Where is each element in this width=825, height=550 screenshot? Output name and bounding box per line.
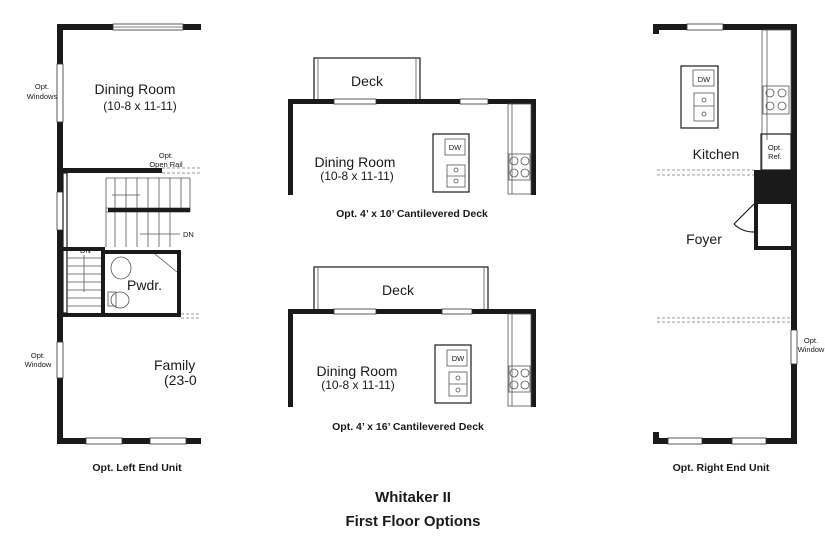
- left-dining-room-dimensions: (10-8 x 11-11): [103, 99, 177, 113]
- left-opt-window-label-2: Window: [25, 360, 52, 369]
- right-end-unit-plan: [653, 23, 798, 445]
- bottom-dishwasher-label: DW: [452, 354, 465, 363]
- right-dishwasher-label: DW: [698, 75, 711, 84]
- opt-windows-label: Opt.: [35, 82, 49, 91]
- deck-4x16-plan: [288, 266, 536, 407]
- opt-ref-label: Opt.: [768, 143, 782, 152]
- plan-subtitle: First Floor Options: [346, 513, 481, 530]
- top-dishwasher-label: DW: [449, 143, 462, 152]
- dn-label-left: DN: [80, 246, 91, 255]
- right-end-unit-caption: Opt. Right End Unit: [673, 462, 770, 474]
- left-end-unit-plan: [56, 23, 201, 445]
- dn-label-right: DN: [183, 230, 194, 239]
- top-dining-room-label: Dining Room: [315, 154, 396, 170]
- left-opt-window-label: Opt.: [31, 351, 45, 360]
- top-deck-label: Deck: [351, 73, 384, 89]
- family-room-dimensions: (23-0: [164, 372, 197, 388]
- kitchen-label: Kitchen: [693, 146, 740, 162]
- deck-4x10-plan: [288, 57, 536, 195]
- bottom-deck-label: Deck: [382, 282, 415, 298]
- left-dining-room-label: Dining Room: [95, 81, 176, 97]
- plan-title: Whitaker II: [375, 489, 451, 506]
- powder-room-label: Pwdr.: [127, 277, 162, 293]
- open-rail-label: Opt.: [159, 151, 173, 160]
- right-opt-window-label-2: Window: [798, 345, 825, 354]
- bottom-dining-room-label: Dining Room: [317, 363, 398, 379]
- deck-4x10-caption: Opt. 4’ x 10’ Cantilevered Deck: [336, 208, 488, 220]
- family-room-label: Family: [154, 357, 195, 373]
- left-end-unit-caption: Opt. Left End Unit: [92, 462, 182, 474]
- top-dining-room-dimensions: (10-8 x 11-11): [320, 169, 394, 183]
- opt-windows-label-2: Windows: [27, 92, 58, 101]
- opt-ref-label-2: Ref.: [768, 152, 782, 161]
- deck-4x16-caption: Opt. 4’ x 16’ Cantilevered Deck: [332, 421, 484, 433]
- bottom-dining-room-dimensions: (10-8 x 11-11): [321, 378, 395, 392]
- right-opt-window-label: Opt.: [804, 336, 818, 345]
- open-rail-label-2: Open Rail: [149, 160, 183, 169]
- foyer-label: Foyer: [686, 231, 722, 247]
